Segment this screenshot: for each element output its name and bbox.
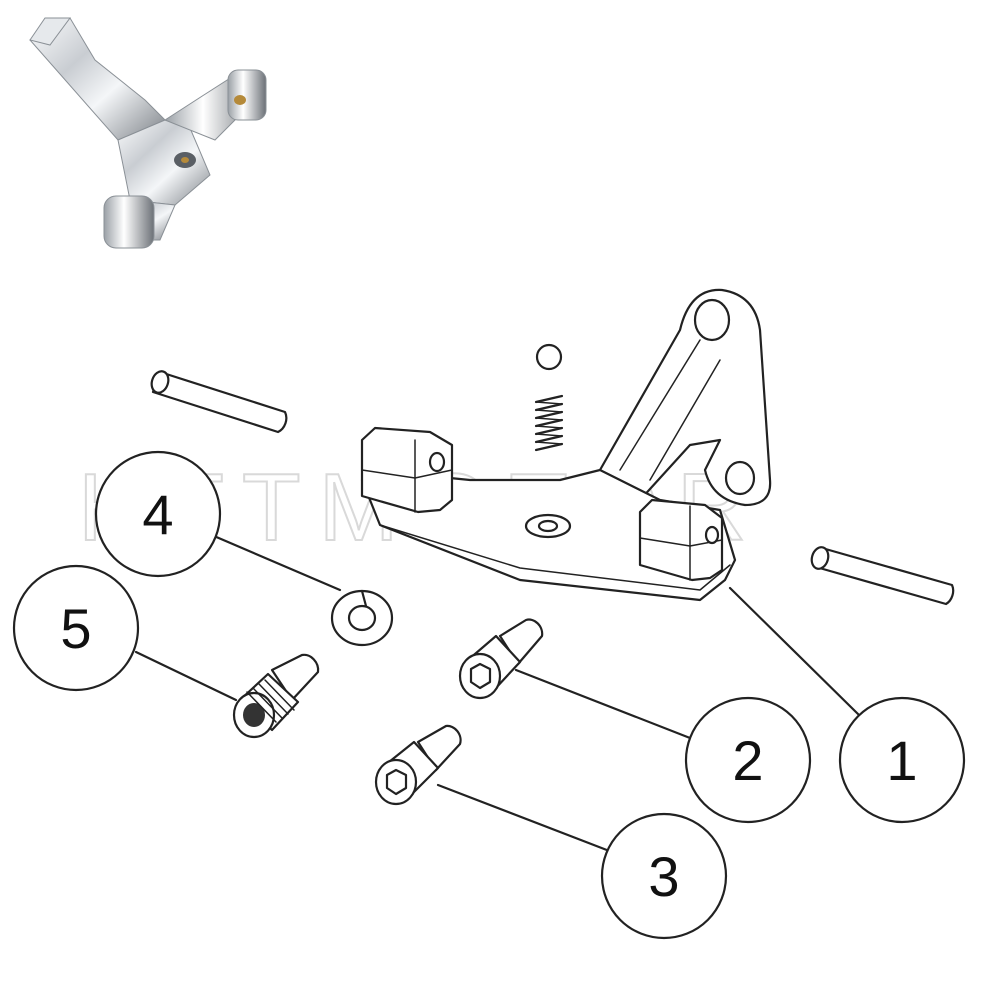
- leader-line-5: [134, 650, 238, 702]
- product-photo: [29, 17, 267, 249]
- callout-label-2: 2: [732, 729, 763, 792]
- leader-lines: [134, 534, 860, 854]
- detent-spring: [534, 394, 564, 452]
- leader-line-3: [436, 783, 614, 854]
- callout-4: 4: [94, 450, 222, 578]
- leader-line-1: [728, 586, 860, 716]
- leader-line-2: [514, 668, 692, 740]
- shoulder-bolt-upper: [458, 618, 544, 700]
- callout-label-3: 3: [648, 845, 679, 908]
- callout-2: 2: [684, 696, 812, 824]
- cap-screw-knurled: [232, 653, 320, 739]
- detent-ball: [535, 343, 563, 371]
- dowel-pin-left: [150, 370, 288, 434]
- callout-5: 5: [12, 564, 140, 692]
- shoulder-bolt-lower: [374, 724, 462, 806]
- callout-label-1: 1: [886, 729, 917, 792]
- callout-label-5: 5: [60, 597, 91, 660]
- callout-3: 3: [600, 812, 728, 940]
- callout-1: 1: [838, 696, 966, 824]
- main-bracket: [360, 288, 772, 602]
- leader-line-4: [212, 534, 342, 592]
- callout-label-4: 4: [142, 483, 173, 546]
- dowel-pin-right: [810, 546, 955, 606]
- lock-washer: [330, 589, 394, 647]
